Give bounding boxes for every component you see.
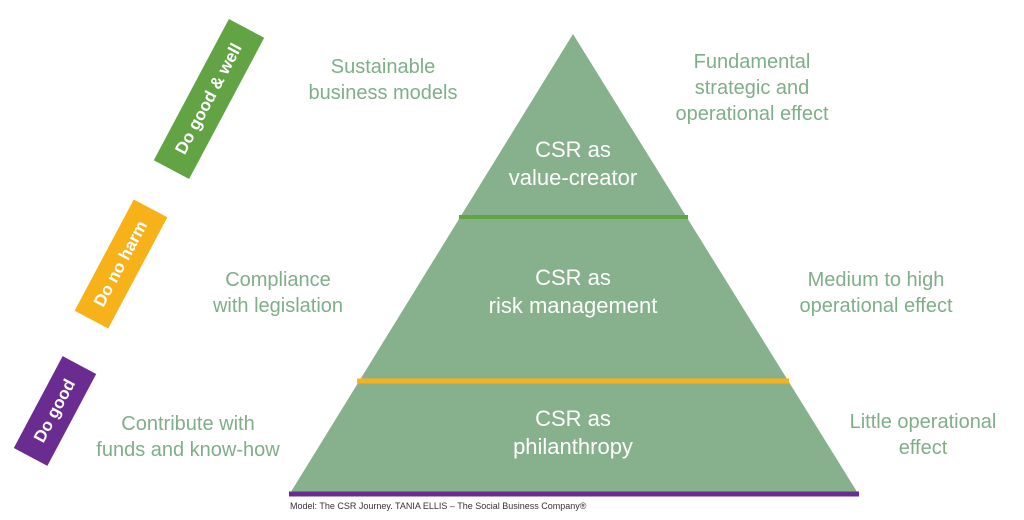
source-caption: Model: The CSR Journey. TANIA ELLIS – Th… <box>290 501 587 511</box>
tier-middle-line-1: CSR as <box>535 265 611 290</box>
left-label-bottom: Contribute with funds and know-how <box>83 411 293 463</box>
right-label-bottom-line-2: effect <box>898 437 948 459</box>
left-label-bottom-line-2: funds and know-how <box>96 439 280 461</box>
right-label-bottom: Little operational effect <box>828 409 1018 461</box>
tier-top-line-2: value-creator <box>508 165 638 190</box>
left-label-middle-line-1: Compliance <box>225 269 331 291</box>
tier-bottom-label: CSR as philanthropy <box>473 405 673 461</box>
tier-middle-line-2: risk management <box>488 293 658 318</box>
tier-bottom-line-1: CSR as <box>535 406 611 431</box>
right-label-top-line-2: strategic and <box>694 77 810 99</box>
left-label-middle-line-2: with legislation <box>212 295 344 317</box>
right-label-top-line-1: Fundamental <box>693 51 811 73</box>
right-label-top: Fundamental strategic and operational ef… <box>652 49 852 127</box>
left-label-top: Sustainable business models <box>288 54 478 106</box>
right-label-middle-line-2: operational effect <box>799 295 953 317</box>
tier-top-line-1: CSR as <box>535 137 611 162</box>
left-label-middle: Compliance with legislation <box>183 267 373 319</box>
left-label-top-line-2: business models <box>308 82 458 104</box>
right-label-middle: Medium to high operational effect <box>776 267 976 319</box>
right-label-bottom-line-1: Little operational <box>849 411 997 433</box>
tier-top-label: CSR as value-creator <box>473 136 673 192</box>
tier-middle-label: CSR as risk management <box>448 264 698 320</box>
tier-bottom-line-2: philanthropy <box>513 434 633 459</box>
right-label-middle-line-1: Medium to high <box>807 269 945 291</box>
left-label-bottom-line-1: Contribute with <box>121 413 255 435</box>
left-label-top-line-1: Sustainable <box>330 56 436 78</box>
right-label-top-line-3: operational effect <box>675 103 829 125</box>
